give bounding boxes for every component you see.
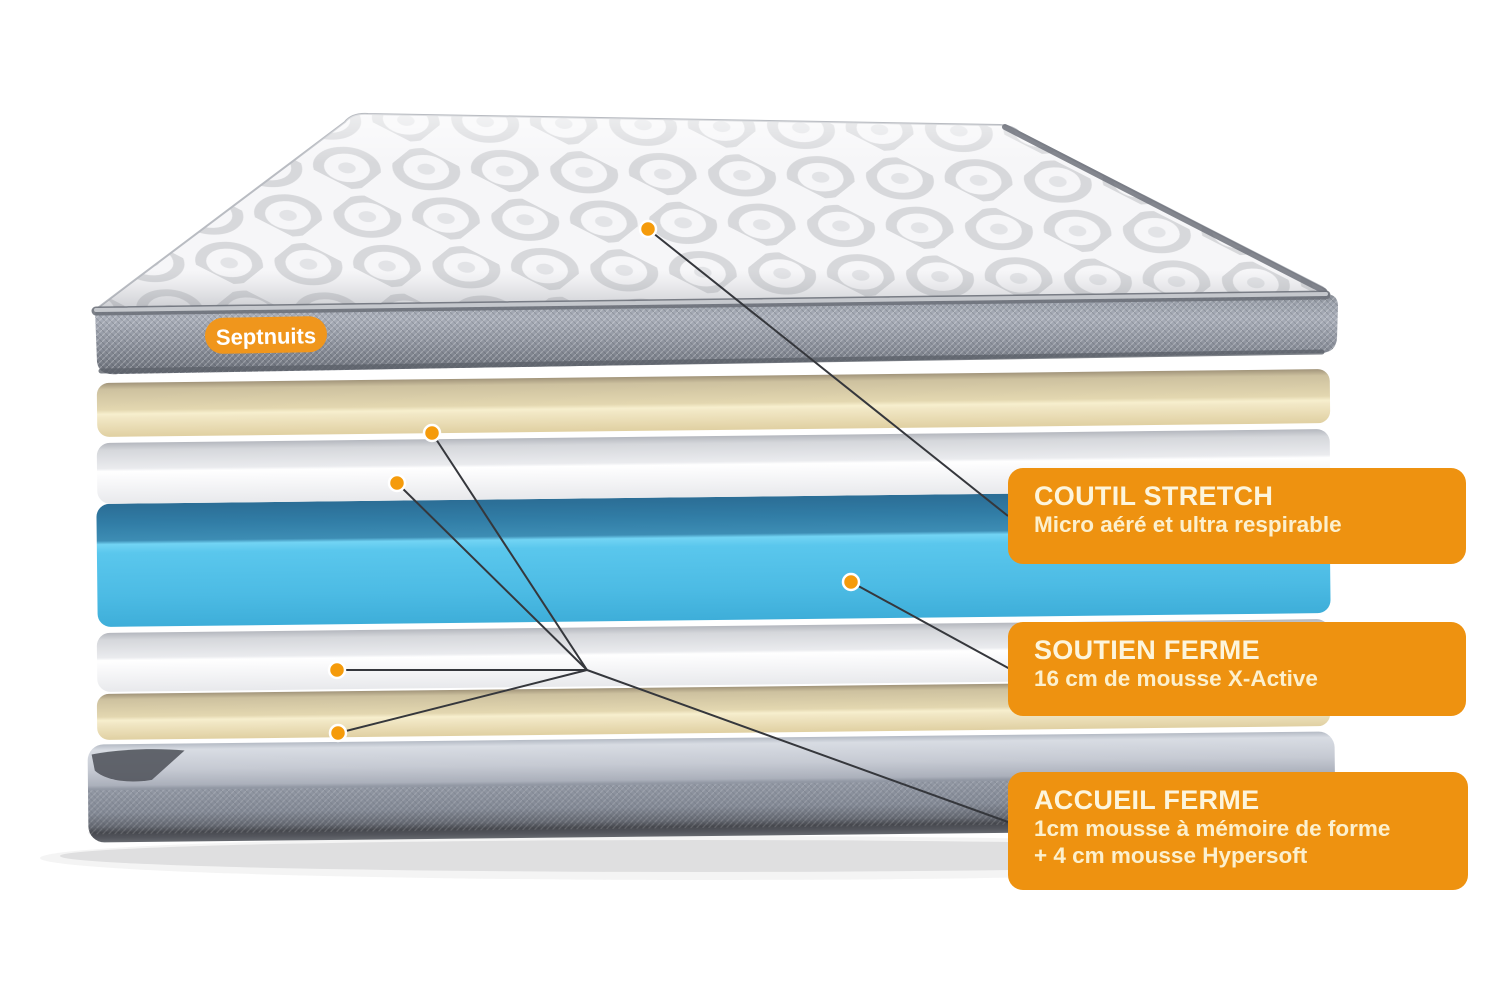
callout-line bbox=[337, 669, 588, 734]
callout-dot bbox=[387, 473, 407, 493]
brand-logo-text: Septnuits bbox=[216, 323, 317, 350]
callout-line bbox=[396, 482, 588, 671]
leader-lines bbox=[327, 219, 1011, 823]
callout-subtitle: 16 cm de mousse X-Active bbox=[1034, 666, 1318, 692]
callout-subtitle: + 4 cm mousse Hypersoft bbox=[1034, 842, 1308, 868]
callout-line bbox=[647, 228, 1009, 517]
callout-line bbox=[431, 432, 588, 671]
callout-subtitle: 1cm mousse à mémoire de forme bbox=[1034, 816, 1391, 842]
callout-accueil-ferme: ACCUEIL FERME 1cm mousse à mémoire de fo… bbox=[1008, 772, 1468, 890]
mattress-top: Septnuits bbox=[91, 112, 1338, 375]
callout-line bbox=[586, 669, 1009, 823]
callout-dot bbox=[328, 723, 348, 743]
piping-back-right bbox=[1002, 124, 1327, 294]
callout-dot bbox=[638, 219, 658, 239]
callout-dot bbox=[327, 660, 347, 680]
callout-title: COUTIL STRETCH bbox=[1034, 481, 1274, 511]
callout-coutil-stretch: COUTIL STRETCH Micro aéré et ultra respi… bbox=[1008, 468, 1466, 564]
callout-line bbox=[850, 581, 1011, 670]
callout-subtitle: Micro aéré et ultra respirable bbox=[1034, 512, 1342, 538]
callout-dot bbox=[841, 572, 861, 592]
base-corner-fold bbox=[91, 749, 185, 782]
callout-soutien-ferme: SOUTIEN FERME 16 cm de mousse X-Active bbox=[1008, 622, 1466, 716]
callout-dot bbox=[422, 423, 442, 443]
piping-front-bottom bbox=[98, 349, 1325, 374]
layer-cream-top bbox=[96, 369, 1331, 437]
brand-logo: Septnuits bbox=[204, 316, 327, 354]
brand-logo-pill bbox=[204, 316, 327, 354]
callout-title: ACCUEIL FERME bbox=[1034, 785, 1260, 815]
callout-title: SOUTIEN FERME bbox=[1034, 635, 1260, 665]
